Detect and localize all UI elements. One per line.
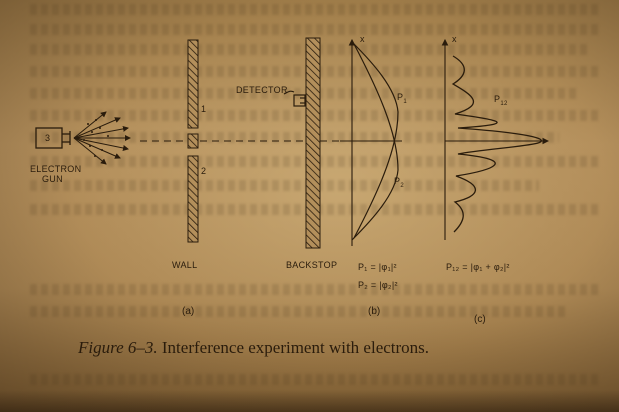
slit-1-label: 1 xyxy=(201,104,206,114)
electron-spray xyxy=(73,111,131,165)
spray-dots xyxy=(83,119,109,157)
electron-gun-label-line2: GUN xyxy=(42,174,63,184)
curve-p2-label: P2 xyxy=(394,176,404,189)
electron-gun-label-line1: ELECTRON xyxy=(30,164,81,174)
wall xyxy=(187,39,199,243)
curve-p1-label: P1 xyxy=(397,92,407,105)
figure-caption: Figure 6–3. Interference experiment with… xyxy=(78,338,429,358)
caption-text: Interference experiment with electrons. xyxy=(161,338,430,357)
axis-x-b-label: x xyxy=(360,34,365,44)
bleed-through-line xyxy=(30,24,599,35)
backstop-label: BACKSTOP xyxy=(286,260,337,270)
formula-p1: P₁ = |φ₁|² xyxy=(358,262,397,272)
electron-gun xyxy=(35,127,71,149)
bleed-through-line xyxy=(30,180,539,191)
slit-2-label: 2 xyxy=(201,166,206,176)
wall-label: WALL xyxy=(172,260,197,270)
panel-label-c: (c) xyxy=(474,314,486,325)
bleed-through-line xyxy=(30,88,579,99)
gun-number: 3 xyxy=(45,133,50,143)
formula-p12: P₁₂ = |φ₁ + φ₂|² xyxy=(446,262,510,272)
bleed-through-line xyxy=(30,132,559,143)
bleed-through-line xyxy=(30,306,569,317)
curve-p12-label: P12 xyxy=(494,94,508,107)
detector-label: DETECTOR xyxy=(236,85,288,95)
caption-label: Figure 6–3. xyxy=(78,338,158,357)
page-shadow xyxy=(0,390,619,412)
curve-p2 xyxy=(351,43,399,241)
panel-label-a: (a) xyxy=(182,306,194,317)
detector xyxy=(283,90,306,107)
panel-label-b: (b) xyxy=(368,306,380,317)
backstop xyxy=(305,37,321,249)
curve-p1 xyxy=(351,41,399,239)
axis-x-c-label: x xyxy=(452,34,457,44)
bleed-through-line xyxy=(30,284,599,295)
bleed-through-line xyxy=(30,374,599,385)
formula-p2: P₂ = |φ₂|² xyxy=(358,280,398,290)
curve-p12 xyxy=(451,55,542,233)
bleed-through-line xyxy=(30,4,599,15)
